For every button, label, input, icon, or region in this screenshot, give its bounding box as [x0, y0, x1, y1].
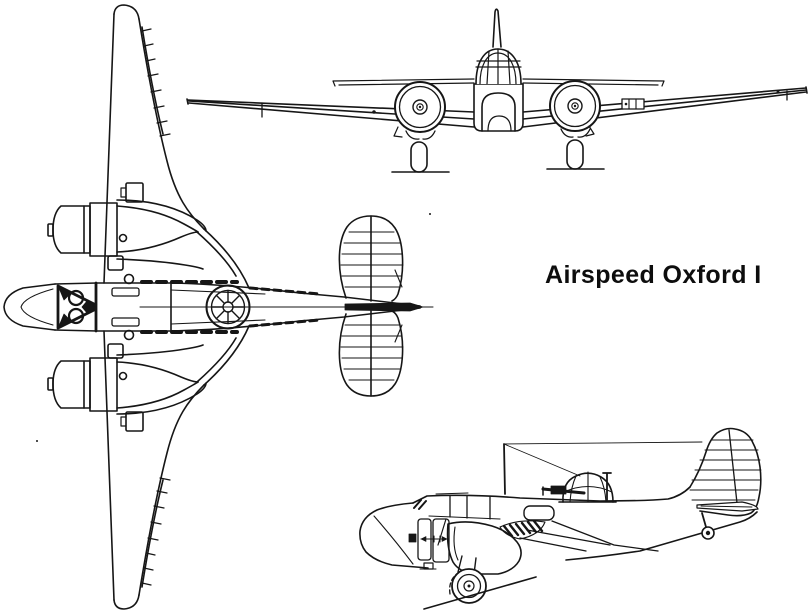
- fin-front: [492, 8, 502, 48]
- fin-side: [689, 427, 762, 517]
- fuselage-nose: [3, 283, 56, 331]
- right-engine-front: [549, 80, 601, 138]
- turret-plan: [205, 284, 251, 330]
- right-wheel-front: [566, 139, 584, 170]
- left-wheel-front: [410, 141, 428, 173]
- tail-cone: [344, 302, 424, 312]
- top-view: [3, 3, 434, 610]
- right-wing-front: [522, 86, 808, 128]
- nacelle-side: [446, 521, 522, 575]
- aerial-mast: [503, 443, 506, 495]
- main-wheel-side: [449, 568, 487, 604]
- wing-light-box: [621, 98, 645, 110]
- front-view: [186, 8, 808, 173]
- aircraft-title: Airspeed Oxford I: [545, 261, 762, 289]
- rear-window-side: [523, 505, 555, 521]
- drawing-root: [3, 3, 808, 610]
- nose-side: [359, 502, 429, 569]
- turret-side: [541, 471, 617, 503]
- windscreen-frames: [56, 281, 98, 333]
- side-view: [359, 427, 762, 610]
- left-engine-front: [393, 81, 446, 140]
- ground-line-side: [423, 576, 537, 610]
- left-wing-front: [186, 98, 475, 128]
